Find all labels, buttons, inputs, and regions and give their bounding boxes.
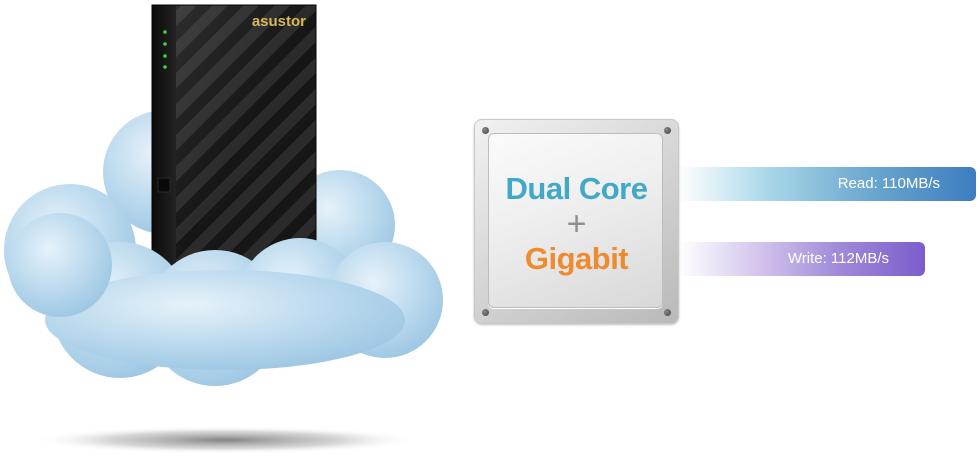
write-speed-bar: Write: 112MB/s [679,242,925,276]
chip-title-gigabit: Gigabit [524,241,629,276]
chip-inner-plate [488,133,663,308]
floor-shadow [30,426,420,454]
read-speed-label: Read: 110MB/s [837,175,940,192]
cloud-front [8,213,443,386]
processor-chip: Dual Core + Gigabit [474,119,679,324]
screw-icon [664,309,671,316]
read-speed-bar: Read: 110MB/s [679,167,976,201]
screw-icon [482,127,489,134]
brand-logo: asustor [252,13,306,30]
cloud-nas-graphic: asustor [4,4,443,454]
screw-icon [664,127,671,134]
nas-device-icon: asustor [151,4,317,268]
chip-plus-sign: + [566,205,587,243]
write-speed-label: Write: 112MB/s [787,250,889,267]
chip-title-dual-core: Dual Core [505,171,648,206]
screw-icon [482,309,489,316]
cloud-nas-illustration: asustor [0,0,460,462]
status-led-icon [163,30,167,69]
